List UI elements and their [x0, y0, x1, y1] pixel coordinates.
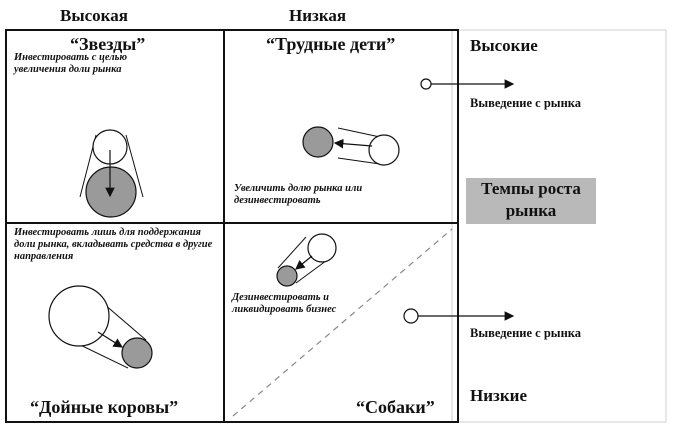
exit-label-bottom: Выведение с рынка	[470, 326, 582, 340]
column-header-high: Высокая	[60, 6, 128, 25]
exit-arrow-top	[420, 78, 515, 90]
stars-figure	[79, 129, 144, 218]
column-header-low: Низкая	[289, 6, 347, 25]
cows-note: Инвестировать лишь для поддержания доли …	[14, 227, 213, 262]
stars-note: Инвестировать с целью увеличения доли ры…	[14, 52, 128, 75]
dogs-diagonal-dashed	[232, 228, 453, 417]
question-figure	[302, 126, 400, 166]
cows-figure	[48, 285, 153, 369]
dogs-note: Дезинвестировать и ликвидировать бизнес	[232, 292, 337, 315]
dogs-figure	[276, 233, 337, 287]
exit-label-top: Выведение с рынка	[470, 96, 582, 110]
question-note: Увеличить долю рынка или дезинвестироват…	[234, 183, 363, 206]
exit-arrow-bottom	[403, 308, 515, 324]
cows-title: “Дойные коровы”	[30, 397, 179, 417]
question-title: “Трудные дети”	[266, 34, 396, 54]
matrix-frame	[5, 29, 459, 423]
side-label-high: Высокие	[470, 36, 538, 55]
side-label-low: Низкие	[470, 386, 527, 405]
market-growth-axis-label: Темпы роста рынка	[466, 178, 596, 224]
stars-title: “Звезды”	[70, 34, 146, 54]
side-panel-frame	[451, 29, 667, 423]
dogs-title: “Собаки”	[356, 397, 435, 417]
